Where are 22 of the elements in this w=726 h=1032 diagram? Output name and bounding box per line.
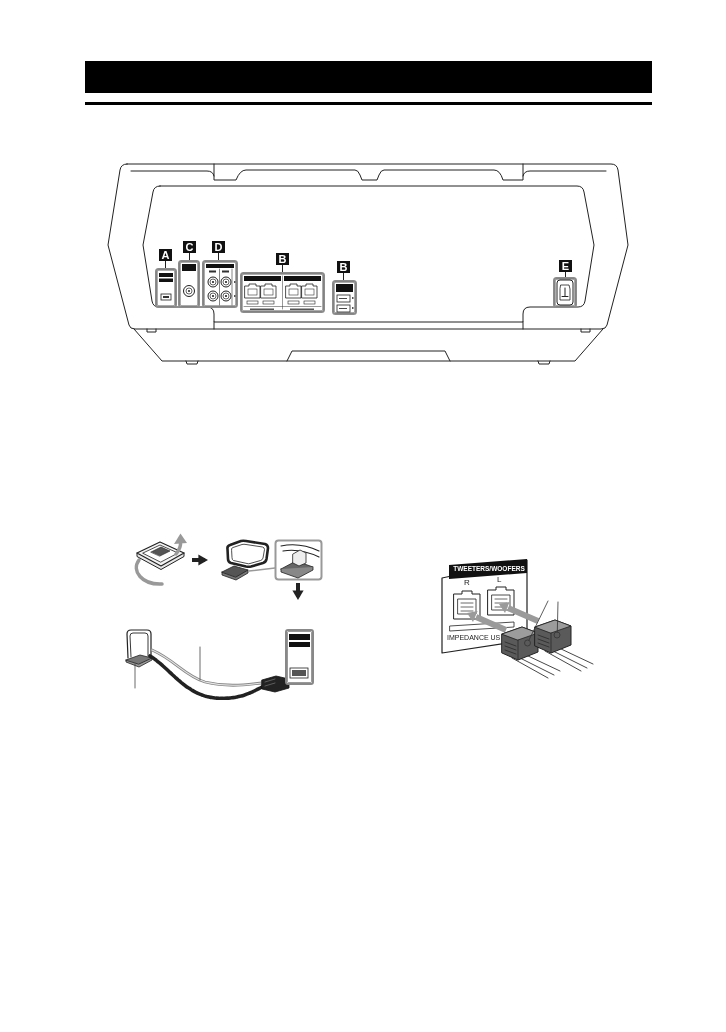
leader-line <box>189 252 190 261</box>
coaxial-jack-panel-drawing <box>178 260 200 308</box>
arrow <box>292 583 304 600</box>
power-inlet-panel-drawing <box>553 277 577 308</box>
channel-label: R <box>464 579 470 587</box>
leader-line <box>565 271 566 278</box>
leader-line <box>343 272 344 281</box>
callout-tag: A <box>159 249 172 261</box>
callout-tag: B <box>337 261 350 273</box>
callout-tag: B <box>276 253 289 265</box>
antenna-jack-panel-drawing <box>155 268 177 308</box>
speaker-terminal-panel-drawing <box>240 272 325 313</box>
leader-line <box>165 260 166 269</box>
callout-tag: E <box>559 260 572 272</box>
channel-label: L <box>497 576 502 584</box>
rca-jack-panel-drawing <box>202 260 238 308</box>
arrow <box>192 554 208 566</box>
terminal-panel-drawing <box>332 280 357 315</box>
leader-line <box>282 264 283 273</box>
callout-tag: D <box>212 241 225 253</box>
leader-line <box>218 252 219 261</box>
callout-tag: C <box>183 241 196 253</box>
